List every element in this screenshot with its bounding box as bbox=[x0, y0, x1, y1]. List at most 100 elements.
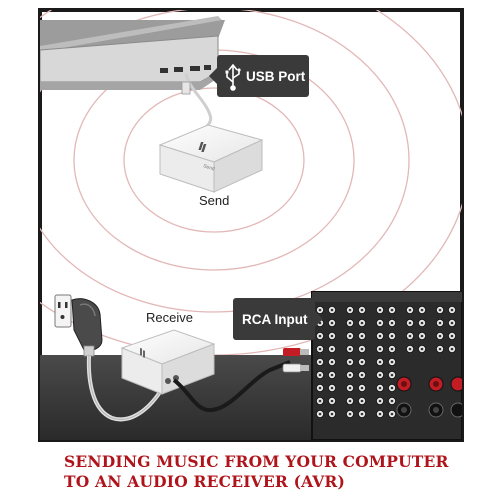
rca-jack-center bbox=[330, 412, 334, 416]
signal-ring bbox=[40, 10, 410, 313]
rca-jack-center bbox=[390, 347, 394, 351]
av-receiver bbox=[311, 291, 462, 440]
rca-jack-center bbox=[330, 399, 334, 403]
rca-jack-center bbox=[360, 347, 364, 351]
usb-plug bbox=[181, 81, 191, 95]
rca-jack-center bbox=[438, 321, 442, 325]
rca-jack-center bbox=[420, 308, 424, 312]
rca-jack-center bbox=[378, 399, 382, 403]
rca-jack-center bbox=[318, 386, 322, 390]
rca-jack-center bbox=[360, 360, 364, 364]
rca-jack-center bbox=[438, 308, 442, 312]
rca-jack-center bbox=[378, 334, 382, 338]
rca-jack-center bbox=[360, 373, 364, 377]
rca-jack-center bbox=[390, 412, 394, 416]
rca-jack-center bbox=[348, 399, 352, 403]
rca-input-callout: RCA Input bbox=[233, 298, 323, 340]
rca-jack-center bbox=[360, 321, 364, 325]
rca-jack-center bbox=[360, 399, 364, 403]
rca-jack-center bbox=[330, 334, 334, 338]
rca-jack-center bbox=[438, 347, 442, 351]
rca-jack-center bbox=[408, 334, 412, 338]
send-device-marking: Send bbox=[202, 163, 215, 172]
receive-port bbox=[165, 378, 171, 384]
rca-jack-center bbox=[330, 308, 334, 312]
brand-logo-icon bbox=[140, 348, 145, 358]
send-device: Send bbox=[158, 124, 264, 193]
laptop bbox=[40, 16, 225, 90]
laptop-port bbox=[190, 66, 200, 71]
rca-jack-center bbox=[390, 373, 394, 377]
rca-jack-center bbox=[378, 373, 382, 377]
rca-jack-center bbox=[378, 308, 382, 312]
signal-ring bbox=[123, 87, 305, 233]
rca-jack-center bbox=[360, 386, 364, 390]
rca-jack-grid bbox=[315, 305, 456, 418]
rca-jack-center bbox=[420, 347, 424, 351]
power-outlet-icon bbox=[54, 294, 72, 328]
caption-line: SENDING MUSIC FROM YOUR COMPUTER bbox=[64, 452, 449, 471]
laptop-port bbox=[174, 67, 183, 72]
rca-jack-center bbox=[378, 360, 382, 364]
laptop-port bbox=[204, 65, 211, 70]
rca-jack-center bbox=[348, 386, 352, 390]
brand-logo-icon bbox=[198, 142, 207, 152]
rca-jack-center bbox=[390, 334, 394, 338]
rca-jack-center bbox=[378, 347, 382, 351]
rca-jack-center bbox=[330, 386, 334, 390]
rca-plug-white bbox=[282, 363, 302, 373]
caption: SENDING MUSIC FROM YOUR COMPUTER TO AN A… bbox=[64, 452, 484, 492]
usb-port-label: USB Port bbox=[246, 69, 306, 84]
usb-icon bbox=[225, 63, 241, 91]
rca-jack-center bbox=[330, 321, 334, 325]
send-label: Send bbox=[199, 193, 229, 208]
rca-jack-center bbox=[318, 360, 322, 364]
rca-jack-center bbox=[408, 308, 412, 312]
rca-jack-center bbox=[348, 321, 352, 325]
rca-jack-center bbox=[330, 360, 334, 364]
rca-jack-center bbox=[318, 347, 322, 351]
speaker-terminals bbox=[396, 376, 462, 418]
rca-jack-center bbox=[348, 334, 352, 338]
rca-jack-center bbox=[390, 360, 394, 364]
rca-jack-center bbox=[318, 412, 322, 416]
rca-jack-center bbox=[330, 373, 334, 377]
rca-jack-center bbox=[378, 386, 382, 390]
rca-jack-center bbox=[348, 347, 352, 351]
rca-jack-center bbox=[360, 412, 364, 416]
rca-jack-center bbox=[348, 373, 352, 377]
rca-jack-center bbox=[360, 308, 364, 312]
usb-port-callout: USB Port bbox=[209, 55, 309, 97]
rca-jack-center bbox=[348, 308, 352, 312]
rca-jack-center bbox=[360, 334, 364, 338]
rca-jack-center bbox=[318, 308, 322, 312]
rca-jack-center bbox=[450, 308, 454, 312]
receive-label: Receive bbox=[146, 310, 193, 325]
rca-jack-center bbox=[390, 399, 394, 403]
rca-jack-center bbox=[450, 347, 454, 351]
rca-jack-center bbox=[390, 321, 394, 325]
laptop-port bbox=[160, 68, 168, 73]
rca-cable bbox=[172, 360, 291, 413]
rca-jack-center bbox=[348, 360, 352, 364]
rca-jack-center bbox=[348, 412, 352, 416]
rca-jack-center bbox=[318, 373, 322, 377]
rca-jack-center bbox=[408, 347, 412, 351]
rca-plug-red bbox=[283, 348, 301, 356]
rca-jack-center bbox=[318, 334, 322, 338]
caption-line: TO AN AUDIO RECEIVER (AVR) bbox=[64, 472, 346, 491]
rca-jack-center bbox=[420, 321, 424, 325]
rca-jack-center bbox=[450, 321, 454, 325]
rca-jack-center bbox=[408, 321, 412, 325]
rca-jack-center bbox=[318, 399, 322, 403]
rca-jack-center bbox=[390, 308, 394, 312]
rca-jack-center bbox=[378, 412, 382, 416]
rca-jack-center bbox=[378, 321, 382, 325]
rca-jack-center bbox=[390, 386, 394, 390]
rca-jack-center bbox=[330, 347, 334, 351]
rca-jack-center bbox=[450, 334, 454, 338]
rca-jack-center bbox=[438, 334, 442, 338]
rca-jack-center bbox=[420, 334, 424, 338]
rca-input-label: RCA Input bbox=[242, 312, 308, 327]
